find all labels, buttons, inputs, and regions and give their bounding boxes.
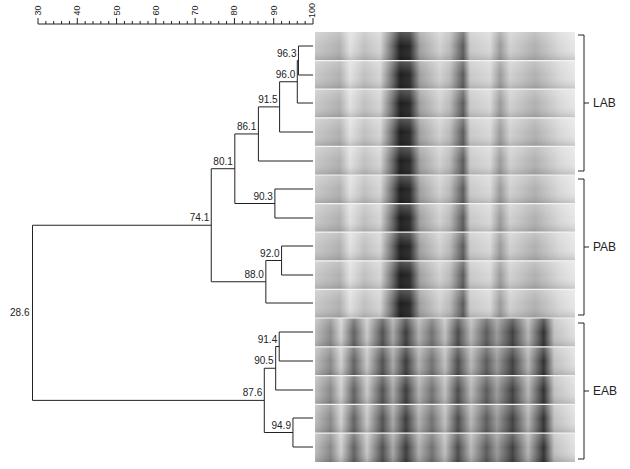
similarity-value: 86.1 — [237, 122, 256, 132]
axis-tick — [132, 21, 133, 24]
axis-tick — [226, 21, 227, 24]
tree-branch — [264, 368, 275, 369]
axis-number: 40 — [73, 5, 82, 15]
tree-branch — [33, 225, 212, 226]
tree-branch — [297, 60, 298, 61]
axis-tick — [273, 18, 274, 24]
tree-branch — [279, 361, 313, 362]
tree-branch — [264, 432, 293, 433]
tree-branch — [293, 418, 313, 419]
tree-branch — [282, 246, 313, 247]
axis-number: 60 — [151, 5, 160, 15]
tree-branch — [235, 133, 259, 134]
tree-branch — [282, 275, 313, 276]
similarity-value: 88.0 — [244, 270, 263, 280]
group-label: EAB — [593, 385, 617, 397]
tree-branch — [211, 168, 235, 169]
similarity-value: 92.0 — [260, 249, 279, 259]
tree-branch — [235, 203, 275, 204]
tree-branch — [280, 132, 313, 133]
axis-tick — [242, 21, 243, 24]
axis-tick — [281, 21, 282, 24]
similarity-value: 80.1 — [213, 157, 232, 167]
axis-tick — [77, 18, 78, 24]
axis-tick — [218, 21, 219, 24]
axis-tick — [124, 21, 125, 24]
axis-tick — [45, 21, 46, 24]
axis-tick — [61, 21, 62, 24]
similarity-value: 28.6 — [10, 308, 29, 318]
axis-tick — [155, 18, 156, 24]
similarity-value: 96.3 — [277, 49, 296, 59]
tree-branch — [298, 46, 313, 47]
axis-tick — [265, 21, 266, 24]
axis-tick — [179, 21, 180, 24]
axis-tick — [93, 21, 94, 24]
axis-tick — [305, 21, 306, 24]
axis-tick — [53, 21, 54, 24]
tree-branch — [266, 260, 282, 261]
tree-branch — [33, 400, 265, 401]
similarity-value: 94.9 — [271, 421, 290, 431]
axis-tick — [234, 18, 235, 24]
tree-branch — [279, 332, 313, 333]
axis-number: 100 — [309, 2, 318, 17]
axis-tick — [116, 18, 117, 24]
axis-tick — [187, 21, 188, 24]
similarity-value: 90.5 — [254, 356, 273, 366]
tree-branch — [275, 218, 313, 219]
tree-branch — [298, 75, 313, 76]
axis-tick — [140, 21, 141, 24]
axis-tick — [258, 21, 259, 24]
axis-tick — [148, 21, 149, 24]
similarity-value: 90.3 — [253, 192, 272, 202]
tree-branch — [276, 346, 280, 347]
similarity-value: 91.4 — [258, 335, 277, 345]
axis-tick — [171, 21, 172, 24]
axis-tick — [69, 21, 70, 24]
axis-tick — [38, 18, 39, 24]
axis-number: 70 — [191, 5, 200, 15]
tree-branch — [297, 103, 313, 104]
tree-branch — [258, 161, 313, 162]
tree-branch — [211, 281, 266, 282]
tree-branch — [266, 303, 313, 304]
axis-number: 50 — [112, 5, 121, 15]
tree-branch — [298, 46, 299, 75]
tree-branch — [293, 447, 313, 448]
axis-tick — [313, 18, 314, 24]
tree-branch — [32, 225, 33, 400]
axis-line — [38, 24, 313, 25]
axis-tick — [100, 21, 101, 24]
axis-tick — [203, 21, 204, 24]
axis-tick — [210, 21, 211, 24]
group-label: LAB — [593, 97, 616, 109]
tree-branch — [276, 390, 313, 391]
axis-tick — [297, 21, 298, 24]
group-label: PAB — [593, 241, 616, 253]
axis-tick — [108, 21, 109, 24]
axis-number: 30 — [33, 5, 42, 15]
axis-tick — [289, 21, 290, 24]
axis-tick — [195, 18, 196, 24]
tree-branch — [258, 106, 279, 107]
similarity-value: 91.5 — [258, 95, 277, 105]
axis-tick — [85, 21, 86, 24]
group-bracket — [578, 35, 589, 459]
similarity-value: 87.6 — [243, 388, 262, 398]
axis-tick — [250, 21, 251, 24]
axis-number: 90 — [269, 5, 278, 15]
tree-branch — [280, 81, 298, 82]
axis-number: 80 — [230, 5, 239, 15]
axis-tick — [163, 21, 164, 24]
similarity-value: 96.0 — [276, 70, 295, 80]
tree-branch — [275, 189, 313, 190]
similarity-value: 74.1 — [190, 213, 209, 223]
